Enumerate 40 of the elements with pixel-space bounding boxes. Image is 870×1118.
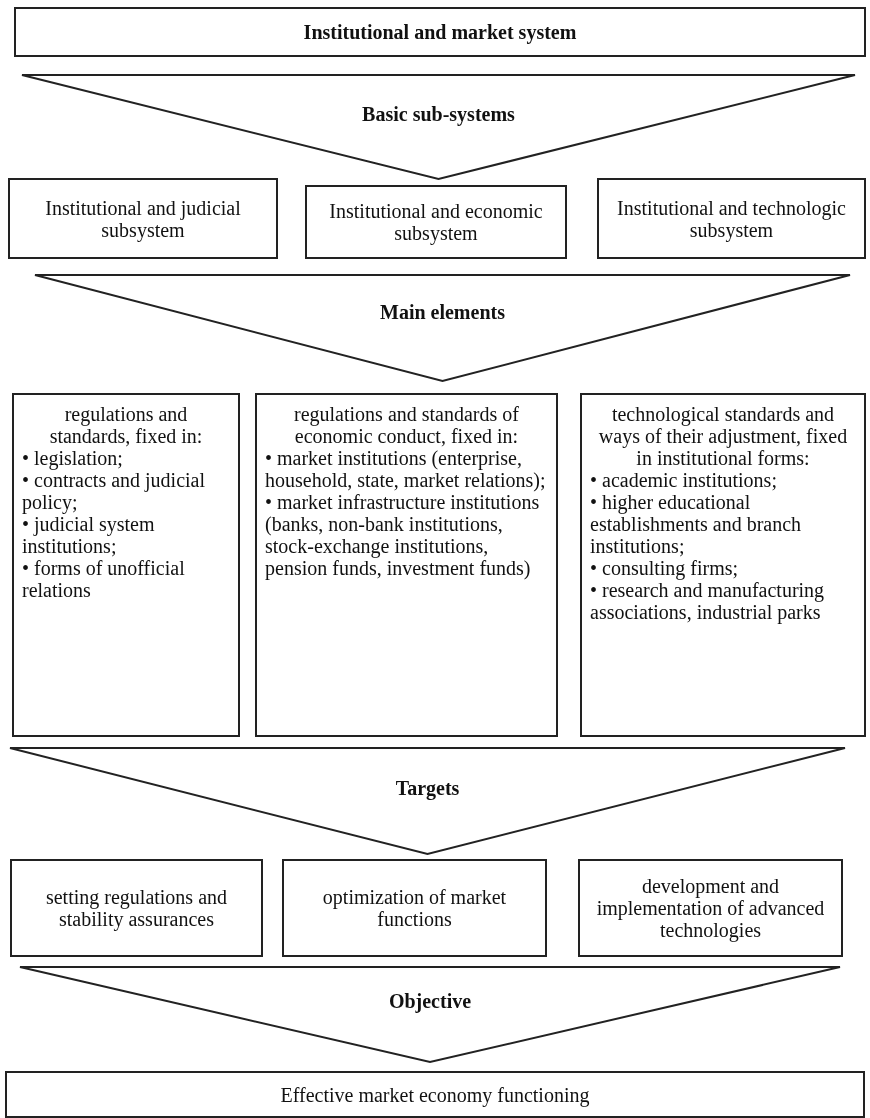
list-item: • consulting firms; (590, 557, 740, 579)
section-heading: Basic sub-systems (361, 103, 516, 125)
box-text: optimization of market functions (321, 886, 508, 930)
element-box (255, 393, 558, 737)
section-heading: Objective (387, 990, 473, 1012)
box-text: Institutional and technologic subsystem (616, 196, 847, 241)
section-heading: Targets (394, 777, 461, 799)
box-text: development and implementation of advanced technologies (595, 875, 826, 941)
section-heading: Main elements (379, 301, 506, 323)
box-heading: regulations and standards of economic conduct, fixed in: (293, 403, 520, 447)
list-item: • legislation; (22, 447, 124, 469)
list-item: • forms of unofficial relations (22, 557, 186, 601)
element-box (12, 393, 240, 737)
box-text: Effective market economy functioning (279, 1083, 591, 1106)
element-box (10, 859, 263, 957)
objective-box (5, 1071, 865, 1118)
list-item: • judicial system institutions; (22, 513, 156, 557)
system-box (14, 7, 866, 57)
funnel-triangle (20, 967, 840, 1062)
funnel-triangle (10, 748, 845, 854)
list-item: • academic institutions; (590, 469, 778, 491)
box-heading: technological standards and ways of their adjustment, fixed in institutional forms: (597, 403, 849, 469)
element-box (580, 393, 866, 737)
funnel-triangle (22, 75, 855, 179)
box-text: Institutional and economic subsystem (328, 200, 544, 244)
element-box (578, 859, 843, 957)
funnel-triangle (35, 275, 850, 381)
element-box (597, 178, 866, 259)
list-item: • research and manufacturing associations, industrial parks (590, 579, 826, 623)
box-heading: regulations and standards, fixed in: (48, 403, 204, 447)
element-box (305, 185, 567, 259)
element-box (282, 859, 547, 957)
list-item: • market infrastructure institutions (banks, non-bank institutions, stock-exchange institutions, pension funds, investment funds) (265, 491, 540, 579)
list-item: • higher educational establishments and branch institutions; (590, 491, 803, 557)
box-text: Institutional and judicial subsystem (44, 196, 242, 241)
box-text: setting regulations and stability assurances (44, 886, 229, 930)
element-box (8, 178, 278, 259)
list-item: • market institutions (enterprise, household, state, market relations); (265, 447, 547, 491)
box-text: Institutional and market system (302, 21, 578, 43)
list-item: • contracts and judicial policy; (22, 469, 207, 513)
